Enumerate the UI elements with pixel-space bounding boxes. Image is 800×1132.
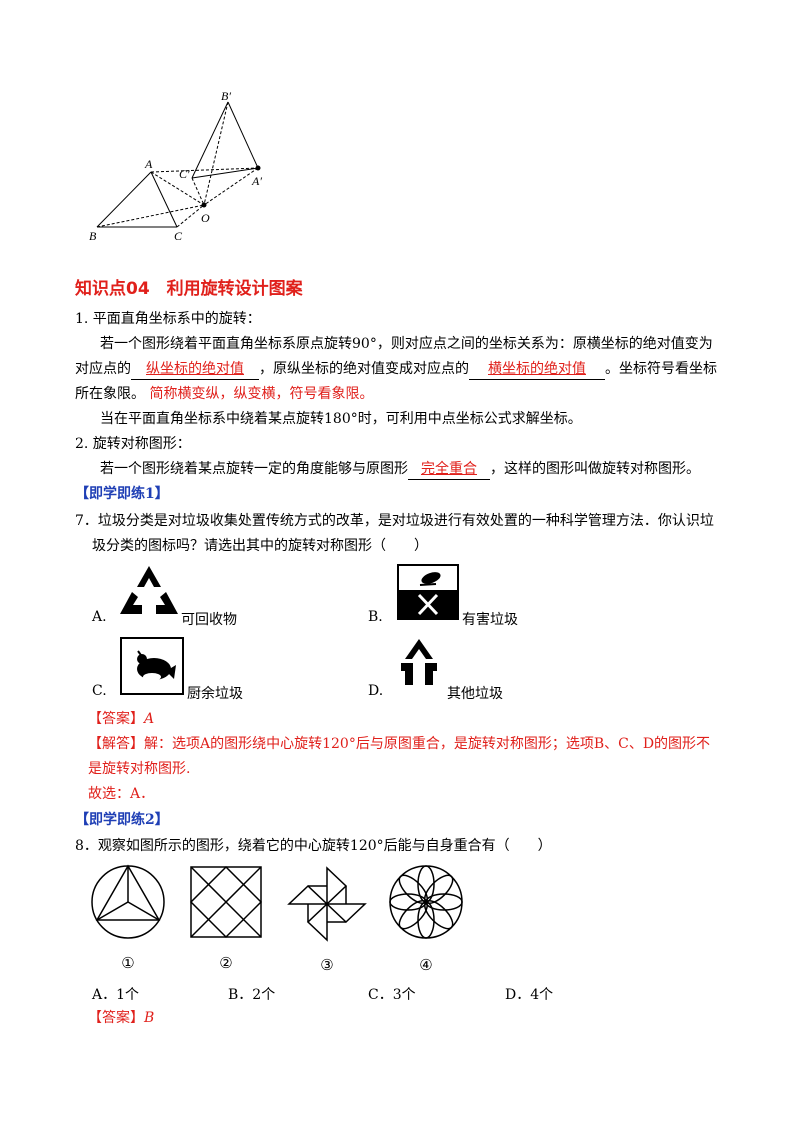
figure-4-caption: ④ <box>419 956 433 974</box>
practice1-question-line2: 圾分类的图标吗？请选出其中的旋转对称图形（ ） <box>92 538 428 554</box>
rotation-triangle-figure: B′ A C′ A′ O B C <box>89 89 262 243</box>
section-heading: 知识点04 利用旋转设计图案 <box>75 279 303 299</box>
answer-tag: 【答案】 <box>88 711 144 727</box>
answer-value: B <box>144 1010 155 1026</box>
figure-1-caption: ① <box>121 954 135 972</box>
item1-paragraph-line3: 所在象限。 简称横变纵，纵变横，符号看象限。 <box>75 384 373 404</box>
other-waste-icon <box>401 639 437 685</box>
practice1-question-line1: 7．垃圾分类是对垃圾收集处置传统方式的改革，是对垃圾进行有效处置的一种科学管理方… <box>75 513 714 529</box>
practice1-tag: 【即学即练1】 <box>75 486 169 502</box>
figure-2-square-diamond <box>189 865 263 939</box>
figure-1-circle-triangle <box>91 864 165 939</box>
text-segment: ，原纵坐标的绝对值变成对应点的 <box>259 361 469 377</box>
label-c: C <box>174 229 183 243</box>
practice1-conclusion: 故选：A． <box>88 786 155 802</box>
answer-tag: 【答案】 <box>88 1010 144 1026</box>
recycle-icon <box>120 566 178 614</box>
item1-paragraph-line1: 若一个图形绕着平面直角坐标系原点旋转90°，则对应点之间的坐标关系为：原横坐标的… <box>100 336 713 352</box>
practice2-option-a: A．1个 <box>92 987 140 1003</box>
text-segment: 。坐标符号看坐标 <box>605 361 717 377</box>
item2-paragraph: 若一个图形绕着某点旋转一定的角度能够与原图形完全重合 ，这样的图形叫做旋转对称图形… <box>100 459 700 480</box>
blank-answer-3: 完全重合 <box>421 461 477 477</box>
option-c-letter: C. <box>92 683 107 699</box>
text-segment: 若一个图形绕着某点旋转一定的角度能够与原图形 <box>100 461 408 477</box>
practice1-answer: 【答案】A <box>88 709 154 729</box>
solution-tag: 【解答】 <box>88 736 144 752</box>
mnemonic-note: 简称横变纵，纵变横，符号看象限。 <box>149 386 374 402</box>
item1-paragraph-line2: 对应点的纵坐标的绝对值 ，原纵坐标的绝对值变成对应点的 横坐标的绝对值 。坐标符号看坐… <box>75 359 717 380</box>
practice2-question: 8．观察如图所示的图形，绕着它的中心旋转120°后能与自身重合有（ ） <box>75 838 552 854</box>
figure-3-caption: ③ <box>320 956 334 974</box>
figure-3-pinwheel <box>287 866 367 942</box>
answer-value: A <box>144 711 155 727</box>
label-o: O <box>201 211 210 225</box>
blank-answer-1: 纵坐标的绝对值 <box>146 361 244 377</box>
practice1-solution-line2: 是旋转对称图形. <box>88 761 191 777</box>
fill-blank-3: 完全重合 <box>408 459 490 480</box>
practice2-tag: 【即学即练2】 <box>75 812 169 828</box>
option-d-label: 其他垃圾 <box>447 686 503 702</box>
practice2-answer: 【答案】B <box>88 1008 154 1028</box>
practice1-solution-line1: 【解答】解：选项A的图形绕中心旋转120°后与原图重合，是旋转对称图形；选项B、… <box>88 734 710 754</box>
hazardous-waste-icon <box>397 564 459 620</box>
label-a-prime: A′ <box>251 174 262 188</box>
item2-title: 2. 旋转对称图形： <box>75 436 191 452</box>
option-b-letter: B. <box>368 609 383 625</box>
blank-answer-2: 横坐标的绝对值 <box>488 361 586 377</box>
practice2-option-c: C．3个 <box>368 987 416 1003</box>
text-segment: 所在象限。 <box>75 386 145 402</box>
solution-text: 解：选项A的图形绕中心旋转120°后与原图重合，是旋转对称图形；选项B、C、D的… <box>144 736 711 752</box>
option-b-label: 有害垃圾 <box>462 612 518 628</box>
label-b-prime: B′ <box>221 89 231 103</box>
option-a-label: 可回收物 <box>181 612 237 628</box>
fill-blank-2: 横坐标的绝对值 <box>469 359 605 380</box>
option-c-label: 厨余垃圾 <box>187 686 243 702</box>
item1-title: 1. 平面直角坐标系中的旋转： <box>75 311 261 327</box>
text-segment: ，这样的图形叫做旋转对称图形。 <box>490 461 700 477</box>
figure-2-caption: ② <box>219 954 233 972</box>
option-a-letter: A. <box>92 609 107 625</box>
practice2-option-b: B．2个 <box>228 987 276 1003</box>
label-c-prime: C′ <box>179 167 190 181</box>
figure-4-flower <box>389 865 463 939</box>
label-b: B <box>89 229 97 243</box>
fill-blank-1: 纵坐标的绝对值 <box>131 359 259 380</box>
item1-paragraph2: 当在平面直角坐标系中绕着某点旋转180°时，可利用中点坐标公式求解坐标。 <box>100 411 582 427</box>
practice2-option-d: D．4个 <box>505 987 554 1003</box>
kitchen-waste-icon <box>120 637 184 695</box>
label-a: A <box>144 157 153 171</box>
option-d-letter: D. <box>368 683 384 699</box>
text-segment: 对应点的 <box>75 361 131 377</box>
